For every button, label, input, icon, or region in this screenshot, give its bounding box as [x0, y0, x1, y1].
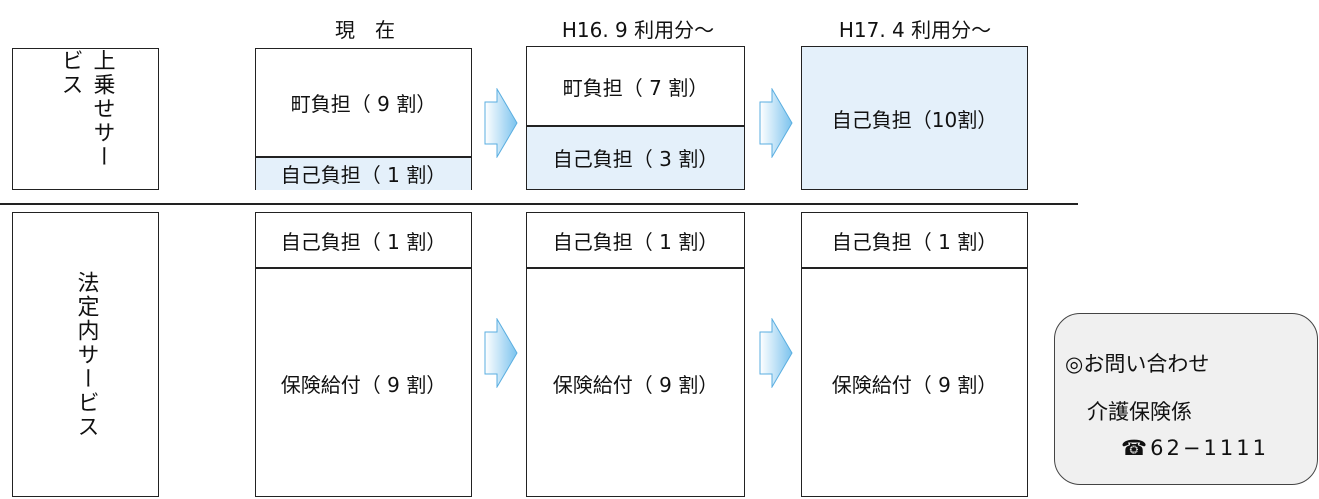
current-legal-self-share: 自己負担（ 1 割） [280, 229, 447, 254]
h17-legal-insurance: 保険給付（ 9 割） [831, 373, 998, 397]
current-upper-self-share: 自己負担（ 1 割） [256, 157, 471, 190]
h16-upper-divider [527, 125, 744, 127]
current-legal-box: 自己負担（ 1 割） 保険給付（ 9 割） [255, 212, 472, 497]
h17-legal-box: 自己負担（ 1 割） 保険給付（ 9 割） [801, 212, 1028, 497]
contact-phone-line: ☎62−1111 [1121, 436, 1269, 460]
contact-phone: 62−1111 [1150, 436, 1269, 460]
current-legal-insurance: 保険給付（ 9 割） [280, 373, 447, 397]
arrow-right-icon [759, 88, 793, 158]
h17-upper-self-share: 自己負担（10割） [801, 46, 1028, 190]
h17-legal-self-share: 自己負担（ 1 割） [831, 229, 998, 254]
arrow-right-icon [484, 88, 518, 158]
header-h17: H17. 4 利用分～ [838, 18, 992, 42]
arrow-right-icon [759, 318, 793, 388]
contact-box: ◎お問い合わせ 介護保険係 ☎62−1111 [1054, 313, 1318, 485]
h16-legal-insurance: 保険給付（ 9 割） [552, 373, 719, 397]
contact-department: 介護保険係 [1087, 400, 1192, 424]
contact-title: ◎お問い合わせ [1065, 352, 1210, 376]
row-label-upper: 上乗せサービス [12, 48, 159, 190]
current-upper-box: 町負担（ 9 割） 自己負担（ 1 割） [255, 48, 472, 190]
header-h16: H16. 9 利用分～ [561, 18, 715, 42]
row-separator [0, 203, 1078, 205]
current-upper-divider [256, 156, 471, 158]
arrow-right-icon [484, 318, 518, 388]
phone-icon: ☎ [1121, 436, 1151, 460]
current-upper-town-share: 町負担（ 9 割） [290, 92, 437, 116]
h16-upper-box: 町負担（ 7 割） 自己負担（ 3 割） [526, 46, 745, 190]
h16-legal-self-share: 自己負担（ 1 割） [552, 229, 719, 254]
h16-upper-self-share: 自己負担（ 3 割） [527, 126, 744, 189]
h16-legal-box: 自己負担（ 1 割） 保険給付（ 9 割） [526, 212, 745, 497]
h16-legal-divider [527, 267, 744, 269]
h17-legal-divider [802, 267, 1027, 269]
header-current: 現 在 [335, 18, 395, 42]
h16-upper-town-share: 町負担（ 7 割） [562, 75, 709, 100]
current-legal-divider [256, 267, 471, 269]
row-label-legal: 法定内サービス [12, 212, 159, 497]
